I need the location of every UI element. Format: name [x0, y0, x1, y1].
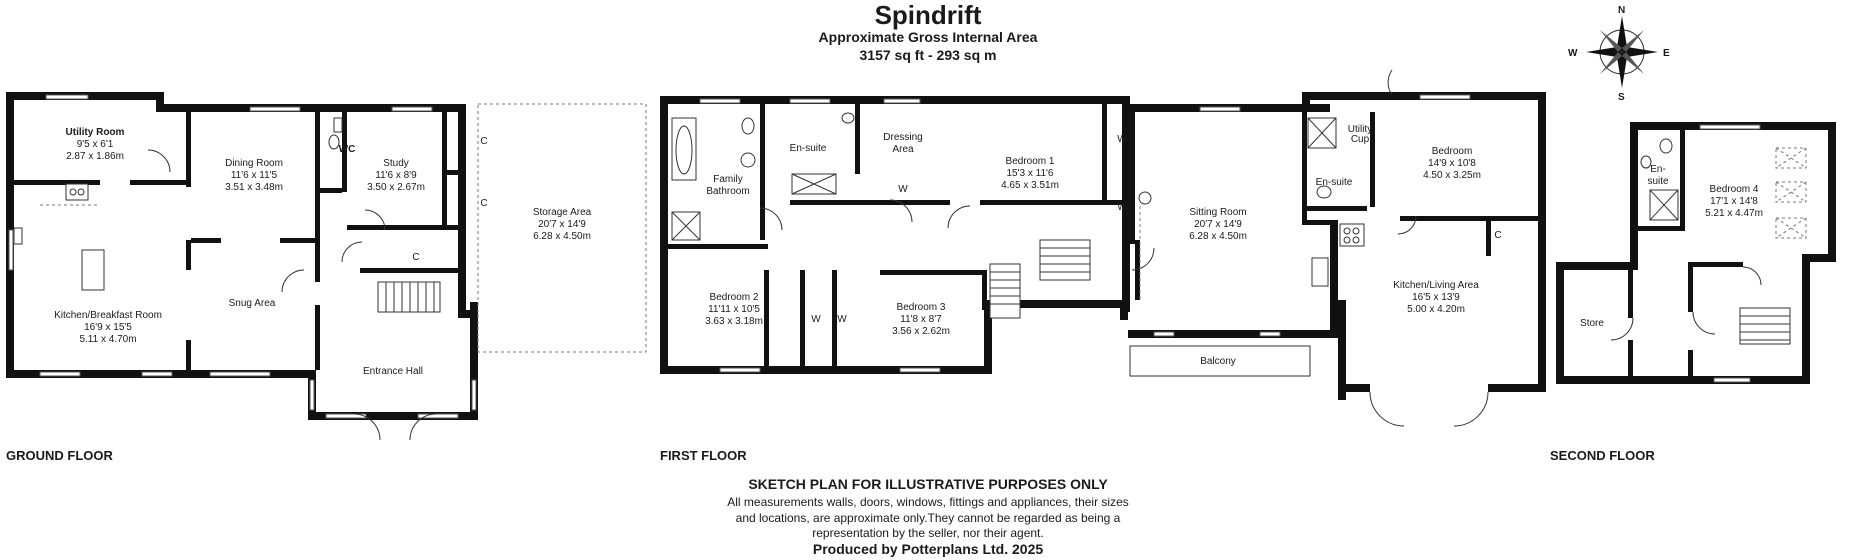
room-name-utility: Utility Room	[66, 127, 125, 138]
floor-label-ground: GROUND FLOOR	[6, 448, 113, 463]
room-name-ensuite-3-1: En-	[1650, 164, 1666, 175]
room-size-storage-imperial: 20'7 x 14'9	[538, 219, 586, 230]
room-name-balcony: Balcony	[1200, 356, 1236, 367]
room-size-kitchen-breakfast-imperial: 16'9 x 15'5	[84, 322, 132, 333]
room-size-bedroom-metric: 4.50 x 3.25m	[1423, 170, 1481, 181]
room-name-ensuite-2: En-suite	[1316, 177, 1353, 188]
ground-floor-plan	[6, 92, 647, 441]
wardrobe-mark-dressing: W	[898, 184, 908, 195]
room-size-bedroom-imperial: 14'9 x 10'8	[1428, 158, 1476, 169]
room-name-entrance: Entrance Hall	[363, 366, 423, 377]
room-size-kitchen-breakfast-metric: 5.11 x 4.70m	[79, 334, 136, 345]
room-size-study-metric: 3.50 x 2.67m	[367, 182, 425, 193]
room-size-utility-imperial: 9'5 x 6'1	[77, 139, 114, 150]
compass-w-label: W	[1568, 48, 1578, 59]
room-name-bed2: Bedroom 2	[710, 292, 759, 303]
cupboard-mark-study-1: C	[480, 136, 487, 147]
room-name-utility-cup-2: Cup	[1351, 134, 1370, 145]
cupboard-mark-study-2: C	[480, 198, 487, 209]
compass-n-label: N	[1618, 5, 1625, 16]
room-name-sitting: Sitting Room	[1189, 207, 1246, 218]
room-size-bed1-metric: 4.65 x 3.51m	[1001, 180, 1059, 191]
wardrobe-mark-bed1-2: W	[1117, 202, 1127, 213]
room-size-sitting-imperial: 20'7 x 14'9	[1194, 219, 1242, 230]
floor-label-first: FIRST FLOOR	[660, 448, 747, 463]
room-name-ensuite-1: En-suite	[790, 143, 827, 154]
room-name-bedroom: Bedroom	[1432, 146, 1473, 157]
compass-rose-icon: N S E W	[1568, 5, 1670, 103]
room-size-dining-metric: 3.51 x 3.48m	[225, 182, 283, 193]
room-name-snug: Snug Area	[229, 298, 276, 309]
room-name-dressing-1: Dressing	[883, 132, 922, 143]
property-title: Spindrift	[874, 0, 982, 30]
room-name-study: Study	[383, 158, 409, 169]
cupboard-mark-kitchen: C	[1494, 230, 1501, 241]
disclaimer-line-2: and locations, are approximate only.They…	[735, 511, 1121, 525]
room-name-bed1: Bedroom 1	[1006, 156, 1055, 167]
room-size-sitting-metric: 6.28 x 4.50m	[1189, 231, 1247, 242]
floor-label-second: SECOND FLOOR	[1550, 448, 1655, 463]
room-name-family-bath-2: Bathroom	[706, 186, 749, 197]
room-size-dining-imperial: 11'6 x 11'5	[231, 170, 278, 181]
room-name-store: Store	[1580, 318, 1604, 329]
room-size-study-imperial: 11'6 x 8'9	[375, 170, 417, 181]
area-subtitle: Approximate Gross Internal Area	[818, 29, 1038, 45]
room-name-kitchen-living: Kitchen/Living Area	[1393, 280, 1479, 291]
room-name-ensuite-3-2: suite	[1647, 176, 1669, 187]
room-size-storage-metric: 6.28 x 4.50m	[533, 231, 591, 242]
room-size-bed2-metric: 3.63 x 3.18m	[705, 316, 763, 327]
room-size-kitchen-living-imperial: 16'5 x 13'9	[1412, 292, 1460, 303]
wardrobe-mark-bed2: W	[811, 314, 821, 325]
compass-e-label: E	[1663, 48, 1670, 59]
room-name-bed3: Bedroom 3	[897, 302, 946, 313]
room-size-bed2-imperial: 11'11 x 10'5	[708, 304, 760, 315]
room-size-kitchen-living-metric: 5.00 x 4.20m	[1407, 304, 1465, 315]
room-name-bed4: Bedroom 4	[1710, 184, 1759, 195]
disclaimer-heading: SKETCH PLAN FOR ILLUSTRATIVE PURPOSES ON…	[748, 476, 1108, 492]
room-size-bed4-metric: 5.21 x 4.47m	[1705, 208, 1763, 219]
room-name-dressing-2: Area	[892, 144, 914, 155]
cupboard-mark-hall: C	[412, 252, 419, 263]
room-name-kitchen-breakfast: Kitchen/Breakfast Room	[54, 310, 162, 321]
wardrobe-mark-bed1-1: W	[1117, 134, 1127, 145]
room-size-utility-metric: 2.87 x 1.86m	[66, 151, 124, 162]
room-size-bed4-imperial: 17'1 x 14'8	[1710, 196, 1758, 207]
room-name-dining: Dining Room	[225, 158, 283, 169]
second-floor-plan	[1556, 122, 1836, 384]
room-size-bed3-metric: 3.56 x 2.62m	[892, 326, 950, 337]
room-name-wc: WC	[339, 144, 356, 155]
room-name-utility-cup-1: Utility	[1348, 124, 1372, 135]
disclaimer-line-1: All measurements walls, doors, windows, …	[727, 495, 1129, 509]
room-size-bed1-imperial: 15'3 x 11'6	[1006, 168, 1053, 179]
room-name-storage: Storage Area	[533, 207, 592, 218]
first-floor-plan	[660, 69, 1546, 427]
area-figure: 3157 sq ft - 293 sq m	[859, 47, 997, 63]
producer-credit: Produced by Potterplans Ltd. 2025	[812, 541, 1044, 557]
room-name-family-bath-1: Family	[713, 174, 742, 185]
wardrobe-mark-bed3: W	[837, 314, 847, 325]
room-size-bed3-imperial: 11'8 x 8'7	[900, 314, 942, 325]
disclaimer-line-3: representation by the seller, nor their …	[812, 526, 1044, 540]
compass-s-label: S	[1618, 92, 1625, 103]
